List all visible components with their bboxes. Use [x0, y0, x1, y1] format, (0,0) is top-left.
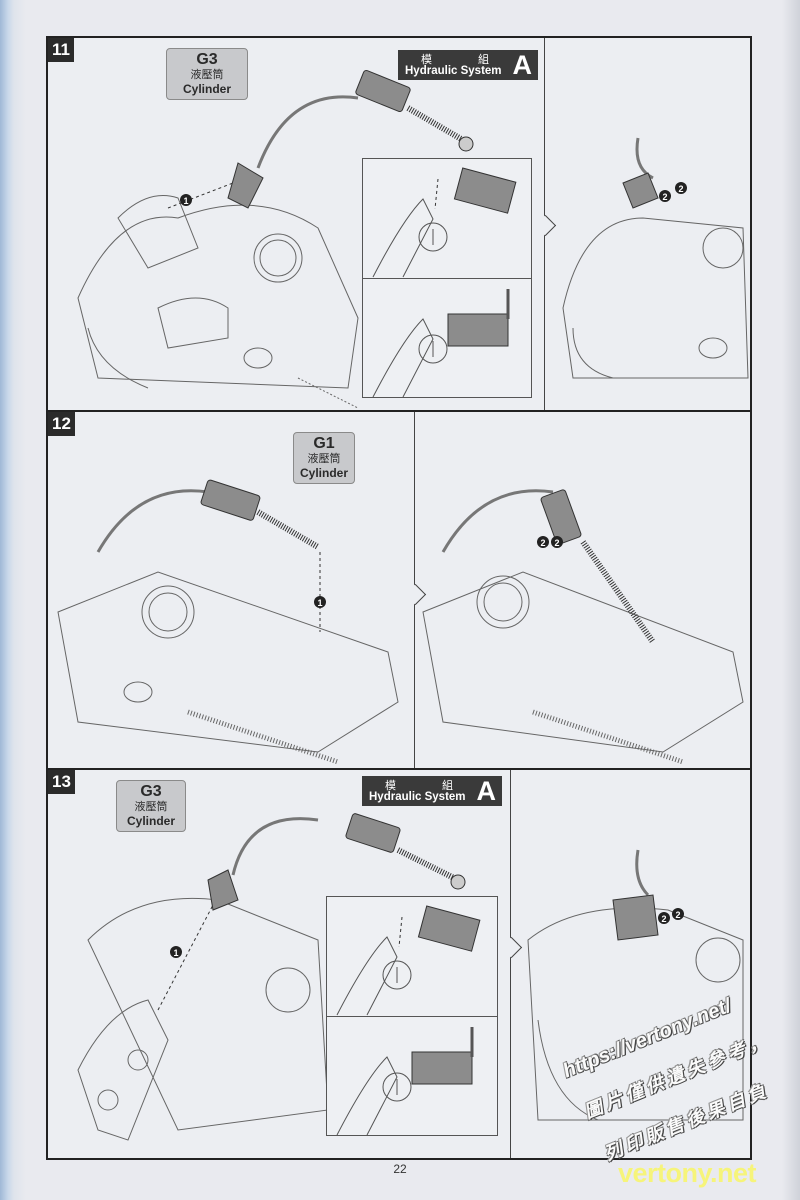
- detail-after: [363, 278, 531, 398]
- detail-before: [363, 159, 531, 278]
- step-number: 12: [48, 412, 75, 436]
- callout-1-text: 1: [173, 948, 178, 958]
- part-name-en: Cylinder: [299, 466, 348, 480]
- part-label-g1: G1 液壓筒 Cylinder: [293, 432, 355, 484]
- footer-watermark: vertony.net: [618, 1158, 757, 1188]
- detail-inset: [326, 896, 498, 1136]
- callout-2-text: 2: [540, 538, 545, 548]
- callout-2b-text: 2: [675, 910, 680, 920]
- part-name-en: Cylinder: [126, 814, 175, 828]
- assembly-illustration-result: 2 2: [422, 489, 744, 765]
- module-letter: A: [476, 776, 497, 806]
- callout-2b-text: 2: [678, 184, 683, 194]
- module-name: Hydraulic System: [405, 65, 502, 77]
- module-letter: A: [512, 50, 533, 80]
- callout-2b-text: 2: [554, 538, 559, 548]
- callout-1-text: 1: [317, 598, 322, 608]
- assembly-illustration-main: 1: [57, 479, 399, 765]
- step-divider: [510, 770, 511, 1158]
- module-zh-2: 組: [478, 54, 489, 66]
- part-code: G1: [313, 435, 335, 452]
- assembly-illustration-main: 1: [77, 817, 329, 1141]
- part-code: G3: [140, 783, 162, 800]
- part-label-g3: G3 液壓筒 Cylinder: [116, 780, 186, 832]
- module-zh-1: 模: [421, 54, 432, 66]
- detail-inset: [362, 158, 532, 398]
- callout-1-text: 1: [183, 196, 188, 206]
- assembly-illustration-result: 2 2: [562, 137, 749, 379]
- page-edge-shadow: [782, 0, 800, 1200]
- module-name: Hydraulic System: [369, 791, 466, 803]
- module-zh-1: 模: [385, 780, 396, 792]
- part-name-en: Cylinder: [182, 82, 231, 96]
- step-number: 13: [48, 770, 75, 794]
- module-zh-2: 組: [442, 780, 453, 792]
- instruction-frame: 11 G3 液壓筒 Cylinder 模組 Hydraulic System A: [46, 36, 752, 1160]
- cylinder-illustration: [355, 69, 474, 152]
- part-name-zh: 液壓筒: [190, 69, 224, 81]
- part-code: G3: [196, 51, 218, 68]
- detail-before: [327, 897, 497, 1016]
- callout-2-text: 2: [661, 914, 666, 924]
- step-13: 13 G3 液壓筒 Cylinder 模 組 Hydraulic System A…: [48, 770, 750, 1158]
- callout-2-text: 2: [662, 192, 667, 202]
- assembly-illustration-result: 2 2: [527, 849, 744, 1121]
- part-name-zh: 液壓筒: [307, 453, 341, 465]
- detail-after: [327, 1016, 497, 1136]
- callout-1: [180, 194, 192, 206]
- module-badge: 模 組 Hydraulic System A: [398, 50, 538, 80]
- step-12: 12 G1 液壓筒 Cylinder 1: [48, 412, 750, 770]
- step-number: 11: [48, 38, 74, 62]
- part-name-zh: 液壓筒: [134, 801, 168, 813]
- page-number: 22: [393, 1162, 407, 1176]
- cylinder-illustration: [345, 813, 466, 890]
- assembly-illustration-main: 1: [77, 95, 359, 409]
- part-label-g3: G3 液壓筒 Cylinder: [166, 48, 248, 100]
- binding-spine: [0, 0, 26, 1200]
- module-badge: 模 組 Hydraulic System A: [362, 776, 502, 806]
- step-11: 11 G3 液壓筒 Cylinder 模 組 Hydraulic System A: [48, 38, 750, 412]
